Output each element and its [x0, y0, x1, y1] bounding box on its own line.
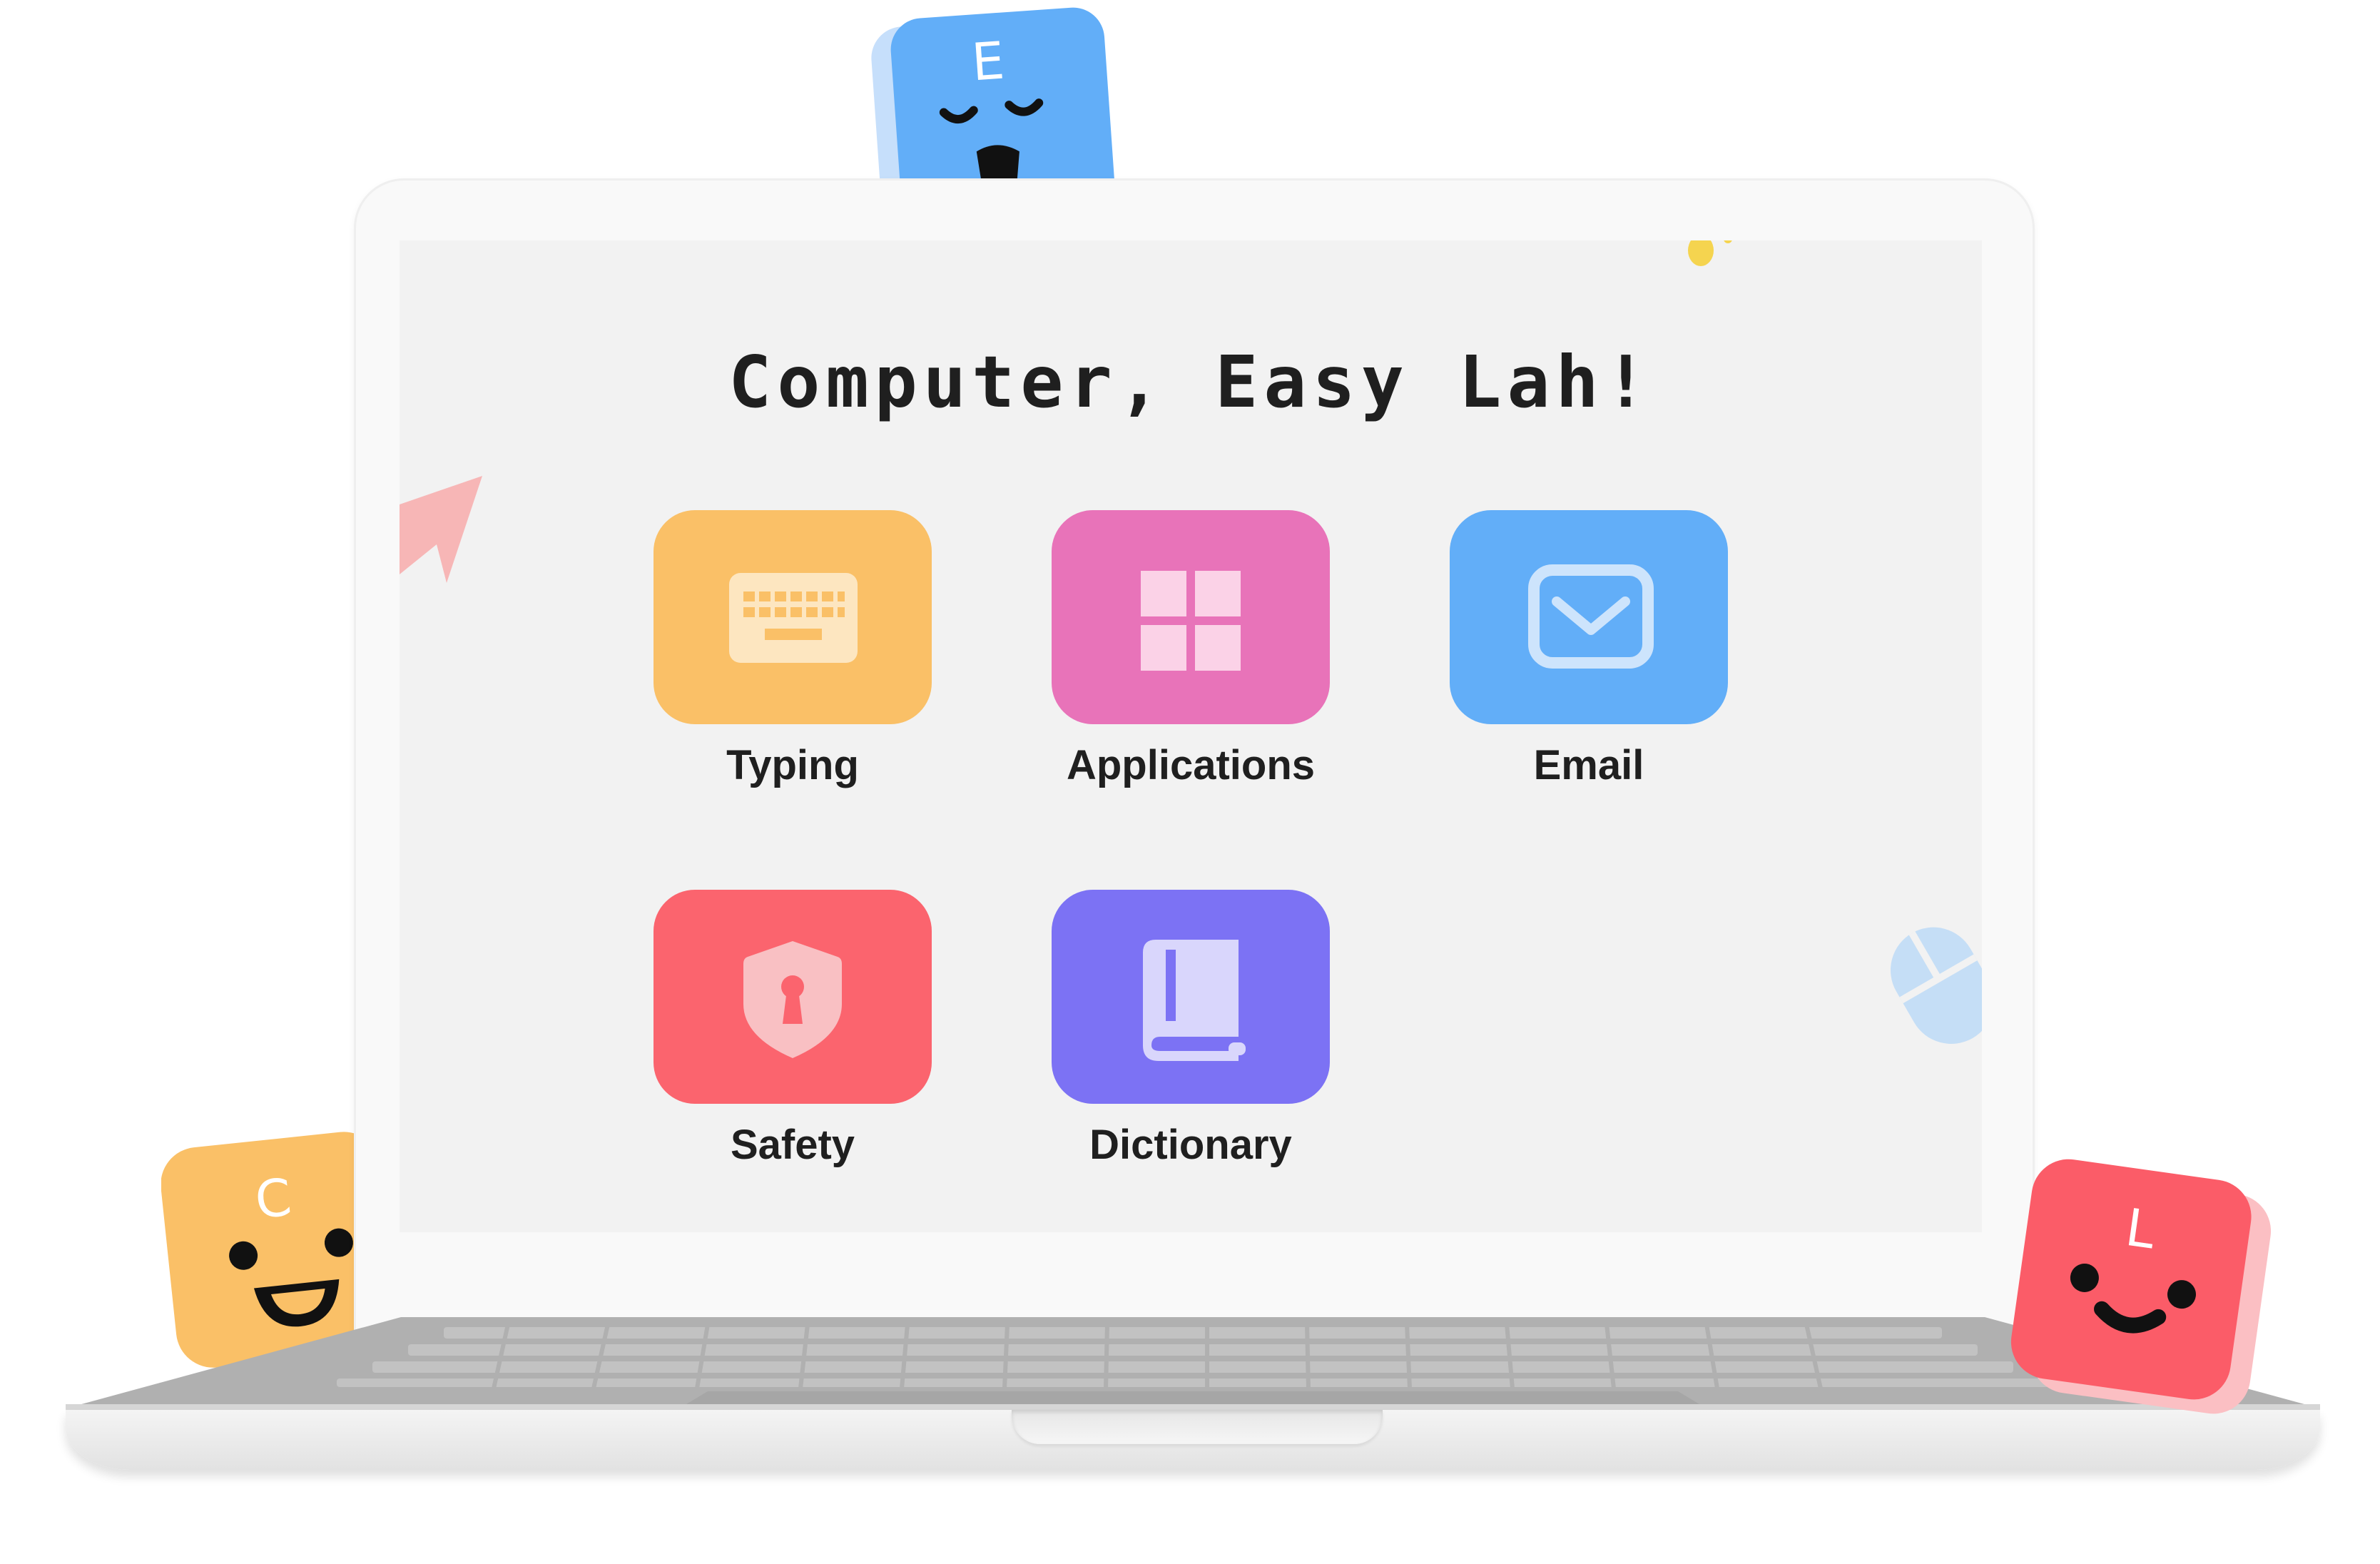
mascot-l: L [2010, 1159, 2272, 1414]
tile-typing-box[interactable] [654, 510, 932, 724]
tile-safety[interactable]: Safety [654, 890, 932, 1169]
tile-email[interactable]: Email [1450, 510, 1728, 789]
keyboard-icon [729, 573, 858, 663]
mail-icon [1528, 564, 1654, 669]
tile-typing-label: Typing [726, 742, 859, 788]
shield-lock-icon [743, 941, 842, 1058]
tile-safety-box[interactable] [654, 890, 932, 1104]
tile-dictionary-box[interactable] [1052, 890, 1330, 1104]
tile-applications[interactable]: Applications [1052, 510, 1330, 789]
tile-applications-label: Applications [1066, 742, 1316, 788]
tile-applications-box[interactable] [1052, 510, 1330, 724]
cursor-arrow-decoration [400, 476, 482, 583]
tile-dictionary[interactable]: Dictionary [1052, 890, 1330, 1169]
grid-icon [1141, 571, 1241, 671]
mascot-c: C [161, 1132, 397, 1368]
mascot-c-letter: C [253, 1167, 295, 1231]
mouse-decoration [1891, 927, 1982, 1044]
laptop-opening-notch [1012, 1410, 1383, 1444]
tile-typing[interactable]: Typing [654, 510, 932, 789]
tile-safety-label: Safety [730, 1122, 855, 1168]
laptop-keyboard-deck [66, 1317, 2320, 1410]
tile-email-label: Email [1533, 742, 1644, 788]
tile-dictionary-label: Dictionary [1089, 1122, 1292, 1168]
book-icon [1143, 940, 1246, 1061]
mascot-e-letter: E [970, 30, 1006, 92]
page-title: Computer, Easy Lah! [728, 340, 1653, 424]
tile-email-box[interactable] [1450, 510, 1728, 724]
mascot-e: E [871, 7, 1115, 178]
yellow-dot-decoration [1688, 240, 1732, 266]
app-screen: Computer, Easy Lah! Typing [400, 240, 1982, 1232]
